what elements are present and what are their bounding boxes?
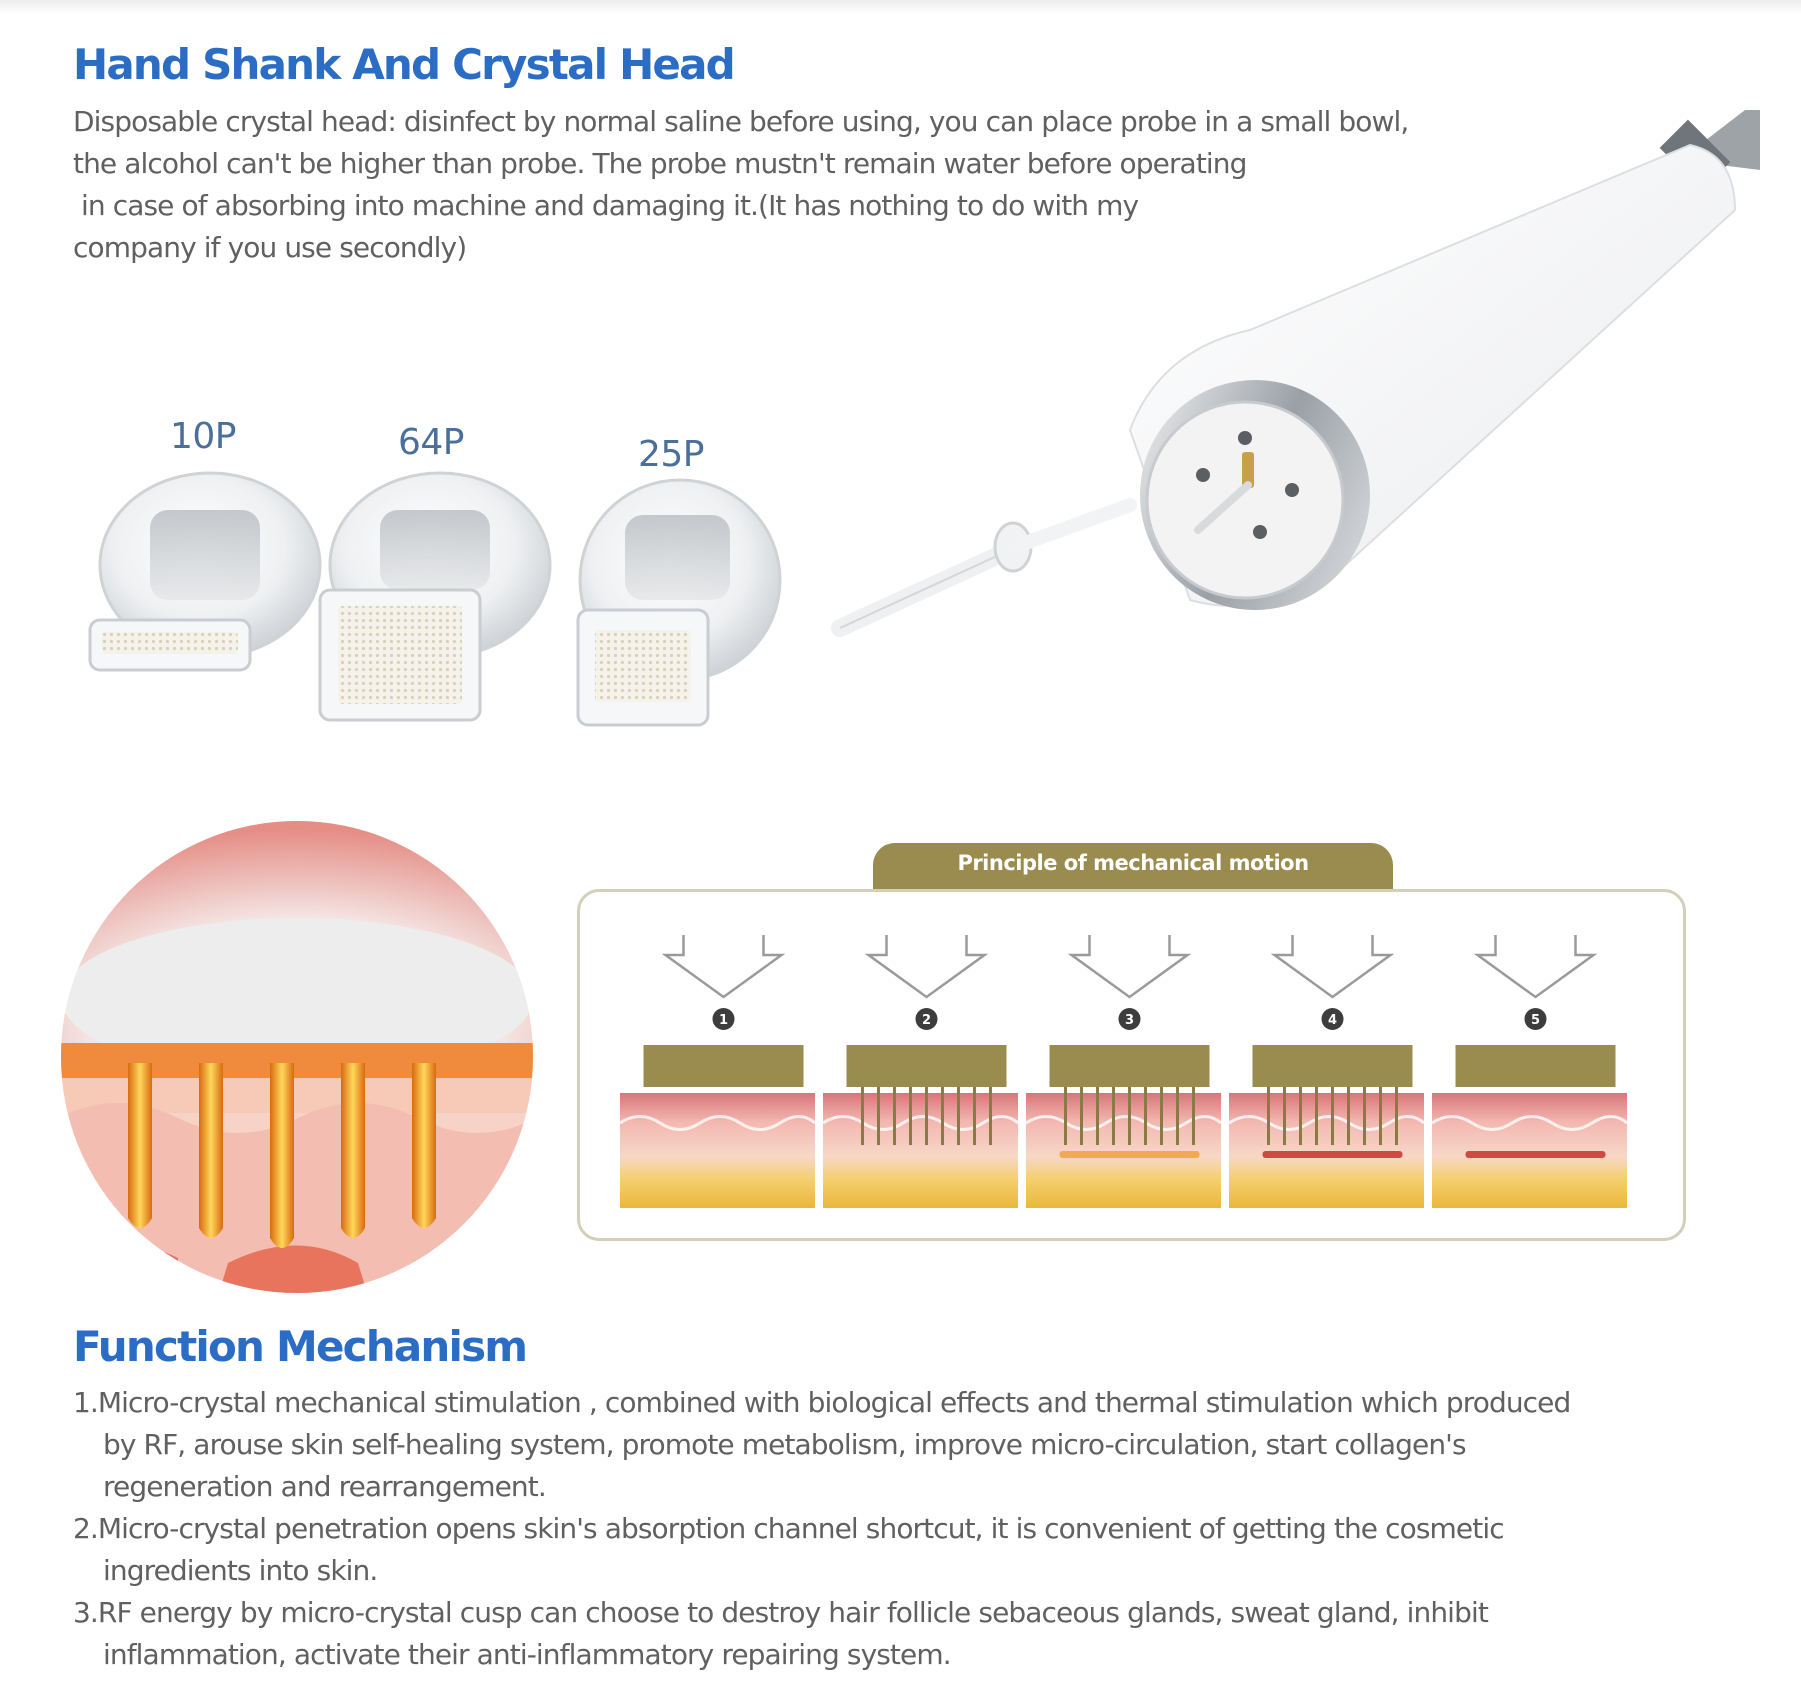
principle-step-3: 3 — [1025, 935, 1222, 1208]
heat-zone — [1262, 1151, 1403, 1158]
step-number: 3 — [1125, 1013, 1134, 1028]
description-line: company if you use secondly) — [73, 231, 467, 264]
list-item-line: 2.Micro-crystal penetration opens skin's… — [73, 1512, 1505, 1545]
step-number: 1 — [719, 1013, 728, 1028]
down-arrow-icon — [864, 935, 989, 999]
principle-title-tab — [873, 843, 1393, 889]
list-item-line: regeneration and rearrangement. — [103, 1470, 547, 1503]
step-number-badge — [1321, 1008, 1344, 1030]
head-label-10p: 10P — [170, 416, 237, 457]
head-label-64p: 64P — [398, 422, 465, 463]
section-title-hand-shank: Hand Shank And Crystal Head — [73, 40, 736, 89]
list-item: 1.Micro-crystal mechanical stimulation ,… — [73, 1382, 1753, 1508]
section-title-function-mechanism: Function Mechanism — [73, 1322, 528, 1371]
principle-steps-diagram: 1 2 3 4 5 — [620, 935, 1628, 1208]
microneedle-group — [128, 1063, 436, 1248]
principle-step-4: 4 — [1228, 935, 1425, 1208]
skin-layers — [620, 1093, 815, 1208]
list-item-line: ingredients into skin. — [103, 1554, 378, 1587]
hand-shank-device-image — [831, 110, 1760, 637]
list-item-line: by RF, arouse skin self-healing system, … — [103, 1428, 1467, 1461]
list-item: 2.Micro-crystal penetration opens skin's… — [73, 1508, 1753, 1592]
heat-zone — [1059, 1151, 1200, 1158]
list-item: 3.RF energy by micro-crystal cusp can ch… — [73, 1592, 1753, 1676]
electrode-pins — [1194, 431, 1299, 539]
head-label-25p: 25P — [638, 434, 705, 475]
step-number-badge — [1524, 1008, 1547, 1030]
hand-shank-description: Disposable crystal head: disinfect by no… — [73, 101, 1473, 269]
principle-step-1: 1 — [620, 935, 816, 1208]
step-number: 2 — [922, 1013, 931, 1028]
function-mechanism-list: 1.Micro-crystal mechanical stimulation ,… — [73, 1382, 1753, 1676]
crystal-head-10p — [88, 471, 322, 672]
down-arrow-icon — [1270, 935, 1395, 999]
down-arrow-icon — [661, 935, 786, 999]
applicator-block — [1252, 1045, 1413, 1087]
crystal-head-64p — [318, 471, 552, 722]
skin-cross-section-image — [61, 821, 533, 1293]
applicator-block — [1455, 1045, 1616, 1087]
description-line: Disposable crystal head: disinfect by no… — [73, 105, 1409, 138]
step-number-badge — [1118, 1008, 1141, 1030]
list-item-line: 1.Micro-crystal mechanical stimulation ,… — [73, 1386, 1571, 1419]
applicator-block — [846, 1045, 1007, 1087]
description-line: in case of absorbing into machine and da… — [73, 189, 1139, 222]
device-needle-tube — [831, 498, 1137, 637]
step-number: 4 — [1328, 1013, 1337, 1028]
applicator-block — [643, 1045, 804, 1087]
list-item-line: inflammation, activate their anti-inflam… — [103, 1638, 952, 1671]
description-line: the alcohol can't be higher than probe. … — [73, 147, 1247, 180]
heat-zone — [1465, 1151, 1606, 1158]
skin-layers — [1432, 1093, 1627, 1208]
down-arrow-icon — [1067, 935, 1192, 999]
list-item-line: 3.RF energy by micro-crystal cusp can ch… — [73, 1596, 1489, 1629]
step-number: 5 — [1531, 1013, 1540, 1028]
principle-step-2: 2 — [822, 935, 1019, 1208]
principle-title: Principle of mechanical motion — [957, 851, 1309, 875]
step-number-badge — [712, 1008, 735, 1030]
skin-layers — [1229, 1093, 1424, 1208]
crystal-head-25p — [576, 478, 782, 727]
principle-step-5: 5 — [1431, 935, 1628, 1208]
device-head-ring — [1140, 380, 1370, 610]
down-arrow-icon — [1473, 935, 1598, 999]
skin-layers — [823, 1093, 1018, 1208]
top-shadow-bar — [0, 0, 1801, 14]
applicator-block — [1049, 1045, 1210, 1087]
step-number-badge — [915, 1008, 938, 1030]
crystal-heads-image — [88, 471, 782, 727]
skin-layers — [1026, 1093, 1221, 1208]
